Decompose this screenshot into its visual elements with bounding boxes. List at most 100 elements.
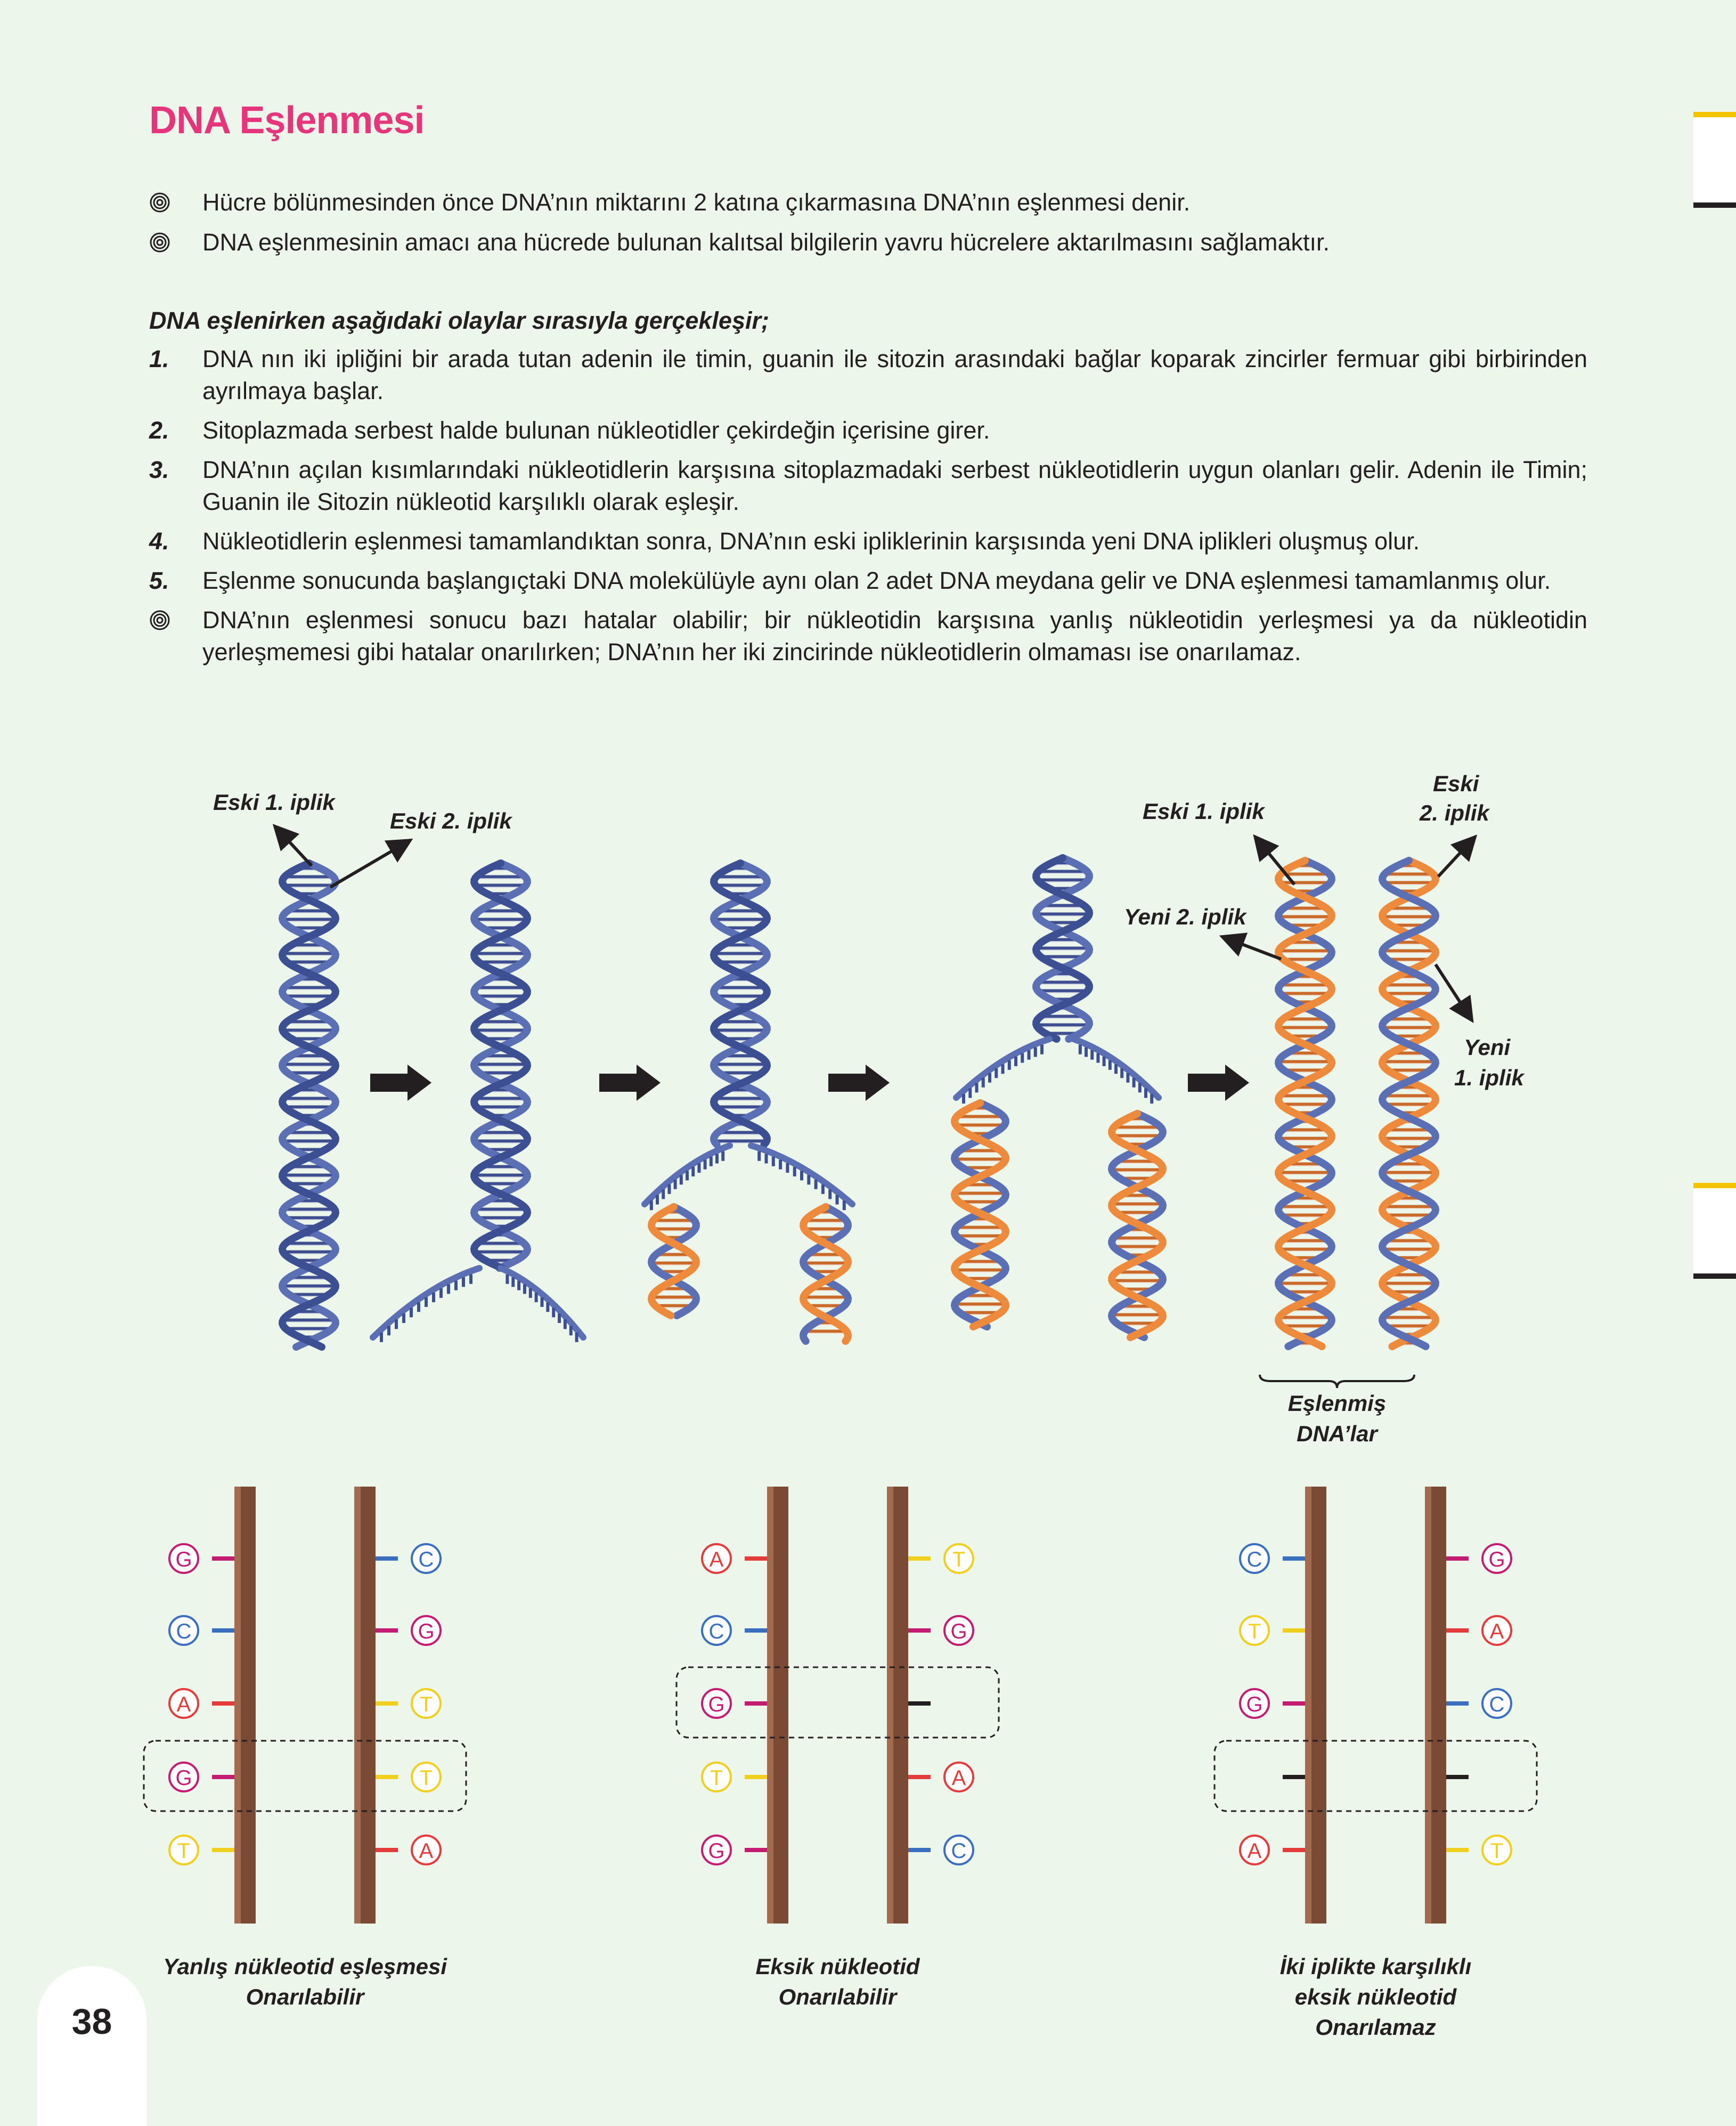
nucleotide-letter-left: T — [177, 1839, 190, 1863]
step-text: Eşlenme sonucunda başlangıçtaki DNA mole… — [202, 567, 1551, 594]
nucleotide-letter-right: A — [1490, 1620, 1504, 1643]
dna-stage-2-right-strand — [498, 1265, 586, 1342]
bullet-item: DNA’nın eşlenmesi sonucu bazı hatalar ol… — [149, 604, 1587, 668]
error-highlight-box — [675, 1666, 1000, 1739]
nucleotide-letter-right: G — [950, 1620, 967, 1643]
steps-intro: DNA eşlenirken aşağıdaki olaylar sırasıy… — [149, 307, 769, 334]
nucleotide-letter-left: G — [708, 1693, 724, 1716]
page-number-tab — [37, 1966, 146, 2126]
nucleotide-letter-right: T — [420, 1766, 433, 1790]
dna-stage-4-right-new-helix — [1107, 1110, 1167, 1341]
panel-caption-line: Yanlış nükleotid eşleşmesi — [163, 1954, 447, 1979]
dna-stage-4-left-strand — [953, 1036, 1053, 1104]
nucleotide-circle-left — [701, 1615, 732, 1646]
dna-stage-3-right-new-helix — [799, 1203, 852, 1345]
nucleotide-circle-right — [1481, 1688, 1512, 1719]
page-number: 38 — [71, 2001, 112, 2042]
nucleotide-letter-left: A — [1248, 1839, 1262, 1863]
label-eslenmis-line1: Eşlenmiş — [1288, 1391, 1386, 1416]
nucleotide-letter-left: C — [709, 1620, 724, 1643]
unwound-strand — [498, 1265, 586, 1341]
sugar-phosphate-backbone — [950, 1099, 1010, 1330]
nucleotide-circle-left — [1239, 1543, 1270, 1574]
nucleotide-letter-left: T — [1248, 1620, 1261, 1643]
label-eski-1-iplik-right: Eski 1. iplik — [1143, 799, 1266, 824]
panel-caption-line: eksik nükleotid — [1295, 1984, 1457, 2009]
label-yeni-2-iplik: Yeni 2. iplik — [1124, 904, 1248, 929]
panel-caption-line: Onarılamaz — [1315, 2015, 1436, 2040]
bullet-item: Hücre bölünmesinden önce DNA’nın miktarı… — [149, 186, 1587, 218]
nucleotide-circle-right — [411, 1835, 442, 1865]
nucleotide-letter-left: A — [710, 1548, 724, 1571]
strand-highlight — [234, 1487, 241, 1924]
step-item: 5. Eşlenme sonucunda başlangıçtaki DNA m… — [149, 565, 1587, 597]
side-tab-middle — [1693, 1183, 1736, 1279]
nucleotide-circle-left — [1239, 1615, 1270, 1646]
unwound-strand — [1070, 1036, 1162, 1101]
nucleotide-letter-right: T — [420, 1693, 433, 1716]
process-arrow-4 — [1188, 1065, 1249, 1101]
pointer-yeni2 — [1219, 932, 1282, 961]
step-number: 5. — [149, 567, 169, 594]
sugar-phosphate-backbone — [470, 859, 532, 1272]
nucleotide-circle-left — [168, 1688, 199, 1719]
bullet-text: DNA’nın eşlenmesi sonucu bazı hatalar ol… — [202, 606, 1587, 666]
dna-stage-4-left-new-helix — [950, 1099, 1010, 1330]
sugar-phosphate-backbone — [710, 859, 771, 1148]
step-number: 1. — [149, 345, 169, 372]
nucleotide-letter-right: A — [952, 1766, 966, 1790]
panel-caption-line: Eksik nükleotid — [755, 1954, 920, 1979]
strand-highlight — [1425, 1487, 1431, 1924]
label-pointers — [272, 824, 1478, 1024]
dna-stage-4-helix — [1032, 854, 1094, 1043]
nucleotide-circle-left — [168, 1835, 199, 1865]
dna-stage-4-right-strand — [1070, 1036, 1162, 1104]
panel-caption-line: Onarılabilir — [246, 1984, 365, 2009]
label-yeni-1-iplik-line2: 1. iplik — [1454, 1065, 1525, 1090]
step-item: 4. Nükleotidlerin eşlenmesi tamamlandıkt… — [149, 525, 1587, 557]
step-text: DNA nın iki ipliğini bir arada tutan ade… — [202, 345, 1587, 404]
page-title: DNA Eşlenmesi — [149, 99, 425, 142]
strand-highlight — [354, 1487, 361, 1924]
steps-block: DNA eşlenirken aşağıdaki olaylar sırasıy… — [149, 305, 1587, 668]
repair-panels: G C A G T C G T T A Yanlış nükleotid eşleşmesiOnar… — [143, 1487, 1538, 2040]
nucleotide-circle-left — [1239, 1688, 1270, 1719]
sugar-phosphate-backbone — [470, 859, 532, 1272]
nucleotide-letter-left: C — [1247, 1548, 1262, 1571]
nucleotide-letter-right: C — [951, 1839, 967, 1863]
sugar-phosphate-backbone — [1032, 854, 1094, 1043]
nucleotide-letter-right: T — [952, 1548, 965, 1571]
pointer-eski1-right — [1253, 834, 1296, 886]
unwound-strand — [953, 1036, 1053, 1101]
nucleotide-circle-right — [943, 1615, 974, 1646]
dna-stage-2-left-strand — [370, 1265, 483, 1342]
step-item: 1. DNA nın iki ipliğini bir arada tutan … — [149, 343, 1587, 407]
nucleotide-circle-left — [701, 1835, 732, 1865]
nucleotide-letter-left: G — [175, 1548, 192, 1571]
nucleotide-circle-left — [701, 1543, 732, 1574]
sugar-phosphate-backbone — [1378, 857, 1440, 1350]
pointer-eski2-left — [329, 838, 413, 889]
nucleotide-circle-left — [701, 1762, 732, 1792]
nucleotide-letter-left: T — [710, 1766, 723, 1790]
dna-helix-stages — [278, 854, 1440, 1351]
nucleotide-letter-left: A — [177, 1693, 191, 1716]
label-eski-1-iplik-left: Eski 1. iplik — [213, 790, 336, 815]
sugar-phosphate-backbone — [647, 1203, 700, 1319]
dna-stage-1-helix — [278, 859, 340, 1351]
spiral-bullet-icon — [150, 610, 170, 630]
nucleotide-circle-right — [943, 1762, 974, 1792]
strand-highlight — [1305, 1487, 1311, 1924]
step-text: DNA’nın açılan kısımlarındaki nükleotidl… — [202, 456, 1587, 515]
sugar-phosphate-backbone — [1107, 1110, 1167, 1341]
step-item: 3. DNA’nın açılan kısımlarındaki nükleot… — [149, 454, 1587, 518]
nucleotide-letter-right: T — [1490, 1839, 1503, 1863]
bullet-text: Hücre bölünmesinden önce DNA’nın miktarı… — [202, 189, 1191, 216]
nucleotide-circle-right — [943, 1543, 974, 1574]
panel-caption-line: Onarılabilir — [779, 1984, 898, 2009]
dna-stage-2-helix — [470, 859, 532, 1272]
process-arrow-3 — [828, 1065, 890, 1101]
nucleotide-circle-left — [168, 1543, 199, 1574]
